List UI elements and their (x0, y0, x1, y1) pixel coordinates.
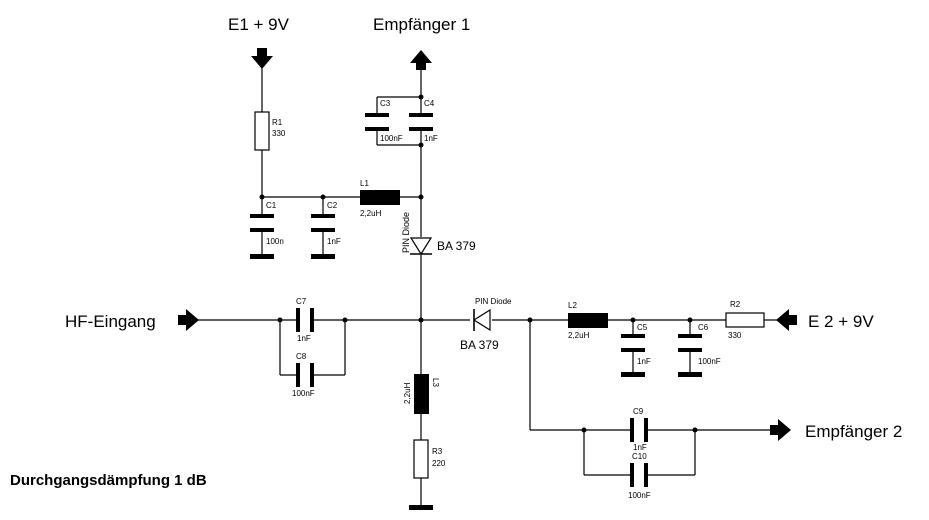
label-r2-ref: R2 (730, 300, 741, 309)
label-l1-ref: L1 (360, 179, 369, 188)
label-c3-value: 100nF (380, 134, 403, 143)
caption: Durchgangsdämpfung 1 dB (10, 472, 207, 489)
label-c10-value: 100nF (628, 491, 651, 500)
diode-d1-icon (409, 237, 433, 256)
label-d1-type: PIN Diode (401, 212, 411, 253)
label-c6-ref: C6 (698, 323, 709, 332)
label-c8-value: 100nF (292, 389, 315, 398)
label-c5-value: 1nF (637, 357, 651, 366)
empfaenger1-arrow-icon (410, 50, 432, 70)
capacitor-c9 (630, 418, 648, 442)
capacitor-c6 (678, 334, 702, 352)
hf-input-arrow-icon (178, 309, 199, 331)
label-c10-ref: C10 (632, 452, 647, 461)
label-c2-ref: C2 (327, 201, 338, 210)
diode-d2-icon (472, 308, 491, 332)
capacitor-c2 (311, 214, 335, 232)
label-c3-ref: C3 (380, 99, 391, 108)
label-c6-value: 100nF (698, 357, 721, 366)
label-c7-ref: C7 (296, 297, 307, 306)
capacitor-c3 (365, 113, 389, 131)
ground-c5 (621, 372, 645, 377)
label-r3-ref: R3 (432, 447, 443, 456)
capacitor-c8 (296, 363, 314, 387)
label-l2-value: 2,2uH (568, 331, 590, 340)
label-c1-value: 100n (266, 237, 284, 246)
label-c1-ref: C1 (266, 201, 277, 210)
capacitor-c7 (296, 308, 314, 332)
e2-arrow-icon (776, 309, 797, 331)
inductor-l2 (568, 313, 608, 328)
label-r1-value: 330 (272, 129, 286, 138)
label-l1-value: 2,2uH (360, 209, 382, 218)
label-e2: E 2 + 9V (808, 312, 874, 331)
label-l3-ref: L3 (431, 378, 440, 387)
resistor-r1 (254, 111, 270, 151)
capacitor-c4 (409, 113, 433, 131)
label-d2-type: PIN Diode (475, 297, 512, 306)
label-empfaenger1: Empfänger 1 (373, 15, 470, 34)
empfaenger2-arrow-icon (770, 419, 791, 441)
ground-c1 (250, 254, 274, 259)
resistor-r3 (413, 439, 429, 479)
label-hf-eingang: HF-Eingang (65, 312, 156, 331)
label-c9-ref: C9 (633, 407, 644, 416)
junctions (259, 94, 698, 433)
label-r3-value: 220 (432, 459, 446, 468)
label-empfaenger2: Empfänger 2 (805, 422, 902, 441)
label-d2-name: BA 379 (460, 338, 499, 352)
label-c2-value: 1nF (327, 237, 341, 246)
label-c9-value: 1nF (633, 443, 647, 452)
label-c4-ref: C4 (424, 99, 435, 108)
ground-c2 (311, 254, 335, 259)
inductor-l1 (360, 190, 400, 205)
capacitor-c5 (621, 334, 645, 352)
label-l2-ref: L2 (568, 301, 577, 310)
label-c8-ref: C8 (296, 352, 307, 361)
capacitor-c10 (630, 463, 648, 487)
resistor-r2 (725, 312, 765, 328)
capacitor-c1 (250, 214, 274, 232)
e1-arrow-icon (251, 48, 273, 69)
label-d1-name: BA 379 (437, 239, 476, 253)
label-e1: E1 + 9V (228, 15, 290, 34)
inductor-l3 (414, 374, 429, 414)
ground-c6 (678, 372, 702, 377)
ground-r3 (409, 505, 433, 510)
label-r1-ref: R1 (272, 118, 283, 127)
label-r2-value: 330 (728, 331, 742, 340)
label-c4-value: 1nF (424, 134, 438, 143)
label-c5-ref: C5 (637, 323, 648, 332)
label-c7-value: 1nF (297, 334, 311, 343)
label-l3-value: 2,2uH (403, 382, 412, 404)
